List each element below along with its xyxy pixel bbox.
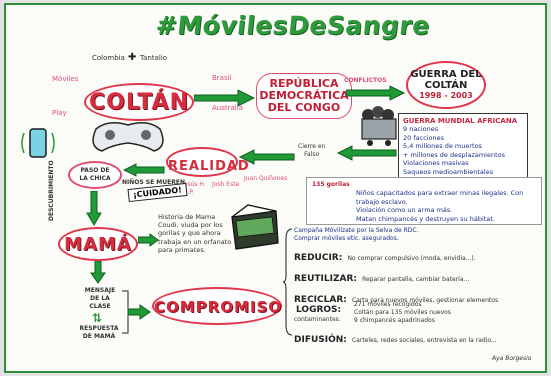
action-label: REUTILIZAR: bbox=[294, 274, 357, 284]
phone-icon bbox=[21, 128, 55, 158]
realidad-name: L.P. bbox=[184, 189, 194, 196]
historia-text: Historia de Mama Coudi, viuda por los go… bbox=[158, 213, 232, 254]
logros-item: 9 chimpancés apadrinados bbox=[354, 317, 435, 324]
realidad-name: Juan Quiñones bbox=[244, 175, 288, 182]
coltan-label: COLTÁN bbox=[89, 90, 189, 115]
logros-item: Coltán para 135 móviles nuevos bbox=[354, 309, 451, 316]
guerra-item: Saqueos medioambientales bbox=[403, 167, 494, 176]
gorilas-heading: 135 gorilas bbox=[312, 181, 350, 188]
action-text: Reparar pantalla, cambiar batería... bbox=[362, 276, 470, 283]
compromiso-bubble: COMPROMISO bbox=[152, 287, 282, 325]
exchange-icon: ⇅ bbox=[92, 311, 103, 325]
mind-map-board: #MóvilesDeSangre Colombia Tantalio ✚ COL… bbox=[4, 3, 547, 373]
australia-label: Australia bbox=[212, 104, 243, 112]
arrow-rdc-guerra bbox=[346, 85, 406, 101]
page-title: #MóvilesDeSangre bbox=[154, 11, 432, 40]
coltan-bubble: COLTÁN bbox=[84, 83, 194, 121]
mensaje-line: CLASE bbox=[89, 303, 111, 310]
rdc-box: REPÚBLICA DEMOCRÁTICA DEL CONGO bbox=[256, 73, 352, 119]
paso-chica-line-1: PASO DE bbox=[80, 167, 110, 174]
cierre-label: Cierre en Falso bbox=[298, 143, 325, 159]
arrow-guerra-cierre bbox=[336, 145, 397, 161]
descubrimiento-label: DESCUBRIMIENTO bbox=[48, 160, 55, 221]
guerra-line-1: GUERRA DEL bbox=[410, 69, 482, 80]
guerra-mundial-box: GUERRA MUNDIAL AFRICANA 9 naciones 20 fa… bbox=[398, 113, 528, 181]
paso-chica-line-2: LA CHICA bbox=[79, 175, 111, 182]
guerra-item: 5,4 millones de muertos bbox=[403, 142, 482, 150]
gorilas-item: Niños capacitados para extraer minas ile… bbox=[356, 189, 524, 206]
guerra-line-2: COLTÁN bbox=[424, 80, 468, 91]
actions-list: REDUCIR: No comprar compulsivo (moda, en… bbox=[294, 245, 545, 348]
logros-list: 271 móviles recogidos Coltán para 135 mó… bbox=[354, 301, 534, 325]
arrow-mama-historia bbox=[138, 233, 159, 247]
action-label: RECICLAR: bbox=[294, 295, 347, 305]
respuesta-line: RESPUESTA bbox=[79, 325, 119, 332]
arrow-to-compromiso bbox=[122, 290, 151, 334]
paso-chica-bubble: PASO DE LA CHICA bbox=[68, 161, 122, 189]
mama-bubble: MAMÁ bbox=[58, 227, 138, 261]
realidad-name: Jesús H. bbox=[182, 181, 206, 188]
action-text: No comprar compulsivo (moda, envidia...)… bbox=[347, 255, 476, 262]
respuesta-block: RESPUESTA DE MAMÁ bbox=[78, 325, 120, 341]
cross-icon: ✚ bbox=[128, 52, 137, 63]
cierre-line-2: Falso bbox=[304, 151, 320, 158]
gorilas-item: Violación como un arma más. bbox=[356, 206, 453, 214]
colombia-label: Colombia bbox=[92, 54, 125, 62]
rdc-line-1: REPÚBLICA bbox=[269, 77, 339, 90]
campana-line: Comprar móviles etic. asegurados. bbox=[294, 235, 399, 242]
arrow-coltan-rdc bbox=[194, 89, 256, 107]
arrow-realidad-paso bbox=[122, 163, 165, 177]
guerra-mundial-heading: GUERRA MUNDIAL AFRICANA bbox=[403, 117, 518, 125]
bracket bbox=[282, 228, 293, 336]
realidad-label: REALIDAD bbox=[168, 159, 250, 174]
gorilas-box: 135 gorilas Niños capacitados para extra… bbox=[306, 177, 542, 225]
logros-item: 271 móviles recogidos bbox=[354, 301, 422, 308]
cierre-line-1: Cierre en bbox=[298, 143, 326, 150]
action-item: DIFUSIÓN: Carteles, redes sociales, entr… bbox=[294, 327, 545, 346]
brasil-label: Brasil bbox=[212, 74, 232, 82]
realidad-bubble: REALIDAD bbox=[166, 147, 249, 177]
arrow-paso-mama bbox=[86, 191, 102, 226]
gorilas-item: Matan chimpancés y destruyen su hábitat. bbox=[356, 214, 495, 223]
money-box-icon bbox=[231, 204, 279, 250]
rdc-line-2: DEMOCRÁTICA bbox=[259, 89, 349, 102]
rdc-line-3: DEL CONGO bbox=[267, 101, 341, 114]
realidad-name: Josh Este bbox=[212, 181, 240, 188]
guerra-years: 1998 - 2003 bbox=[419, 91, 473, 100]
mineral-cart-icon bbox=[361, 106, 397, 146]
campana-line: Campaña Móvilízate por la Selva de RDC. bbox=[294, 227, 419, 234]
mensaje-block: MENSAJE DE LA CLASE bbox=[82, 287, 118, 311]
logros-label: LOGROS: bbox=[296, 305, 342, 315]
guerra-item: 20 facciones bbox=[403, 133, 445, 142]
respuesta-line: DE MAMÁ bbox=[82, 333, 116, 340]
mama-label: MAMÁ bbox=[64, 234, 132, 255]
moviles-label: Móviles bbox=[52, 75, 79, 83]
play-label: Play bbox=[52, 109, 67, 117]
ninos-mueren: NIÑOS SE MUEREN bbox=[122, 179, 185, 186]
conflictos-label: CONFLICTOS bbox=[344, 77, 387, 84]
arrow-cierre-realidad bbox=[238, 149, 295, 165]
action-item: REDUCIR: No comprar compulsivo (moda, en… bbox=[294, 245, 545, 264]
action-text: Carteles, redes sociales, entrevista en … bbox=[351, 337, 497, 344]
action-text: Carta para nuevos móviles, gestionar ele… bbox=[294, 297, 499, 323]
guerra-bubble: GUERRA DEL COLTÁN 1998 - 2003 bbox=[406, 61, 486, 109]
mensaje-line: DE LA bbox=[90, 295, 110, 302]
compromiso-label: COMPROMISO bbox=[154, 298, 283, 316]
guerra-item: + millones de desplazamientos bbox=[403, 150, 505, 159]
gamepad-icon bbox=[92, 122, 164, 152]
guerra-item: 9 naciones bbox=[403, 125, 439, 133]
mensaje-line: MENSAJE bbox=[84, 287, 116, 294]
action-label: DIFUSIÓN: bbox=[294, 335, 347, 345]
action-label: REDUCIR: bbox=[294, 253, 343, 263]
action-item: REUTILIZAR: Reparar pantalla, cambiar ba… bbox=[294, 266, 545, 285]
arrow-mama-mensaje bbox=[90, 261, 106, 284]
action-item: RECICLAR: Carta para nuevos móviles, ges… bbox=[294, 287, 545, 325]
campana-block: Campaña Móvilízate por la Selva de RDC. … bbox=[294, 227, 544, 243]
guerra-item: Violaciones masivas bbox=[403, 159, 469, 167]
tantalio-label: Tantalio bbox=[140, 54, 168, 62]
signature: Aya Borgesio bbox=[492, 355, 532, 362]
